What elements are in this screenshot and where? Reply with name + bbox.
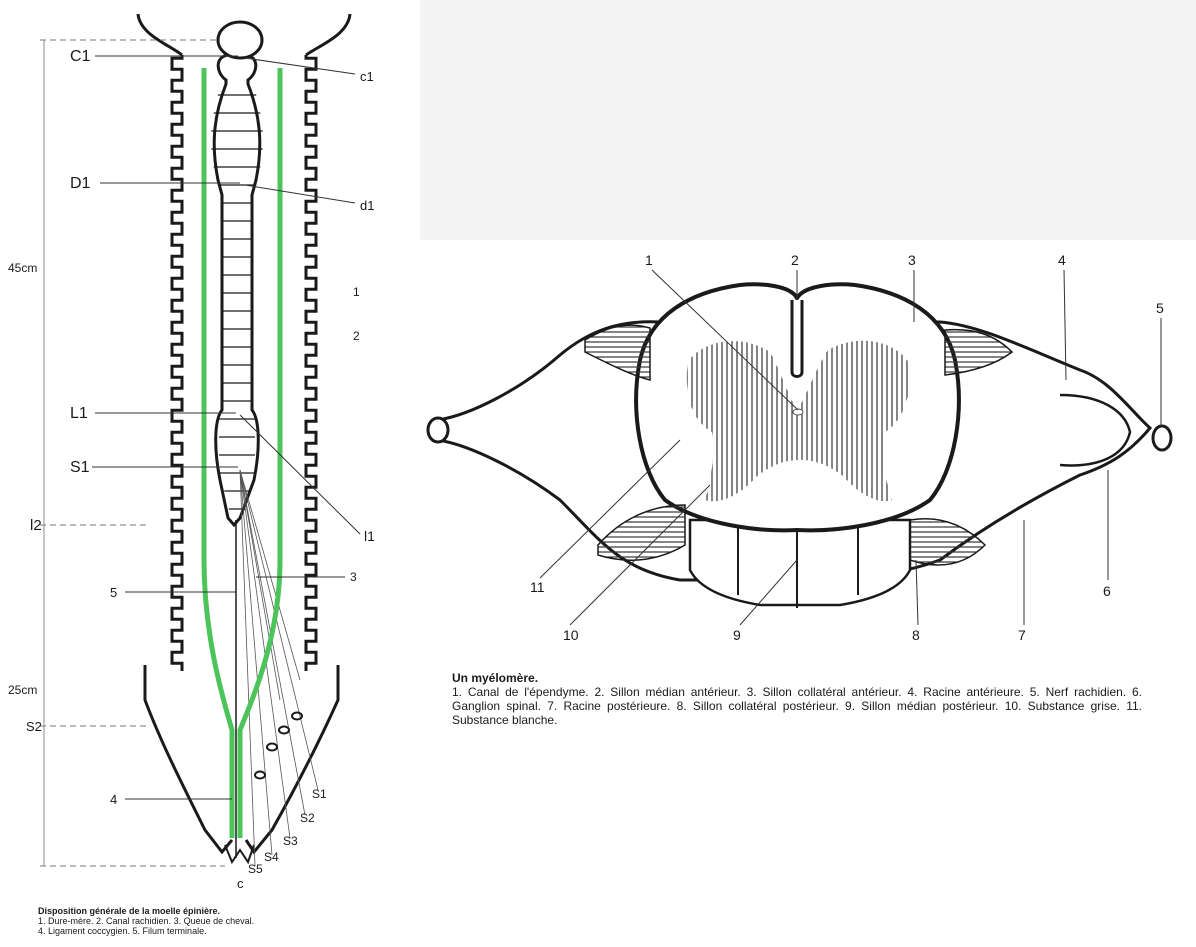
dura-right-wave (306, 55, 316, 671)
number-2: 2 (791, 252, 799, 268)
label-2: 2 (353, 329, 360, 343)
number-5: 5 (1156, 300, 1164, 316)
leader-d1 (245, 185, 355, 203)
label-sacral-S5: S5 (248, 862, 263, 876)
left-caption-line-1: 1. Dure-mère. 2. Canal rachidien. 3. Que… (38, 916, 338, 926)
right-figure-caption: Un myélomère. 1. Canal de l'épendyme. 2.… (452, 671, 1142, 727)
label-25cm: 25cm (8, 683, 37, 697)
dura-mater-right-wall (306, 55, 316, 671)
label-3: 3 (350, 570, 357, 584)
left-caption-title: Disposition générale de la moelle épiniè… (38, 906, 338, 916)
label-1: 1 (353, 285, 360, 299)
label-sacral-S1: S1 (312, 787, 327, 801)
label-L1: L1 (70, 405, 88, 422)
label-c: c (237, 876, 244, 891)
spinal-cord-diagram: C1 D1 45cm L1 S1 l2 25cm S2 5 4 c1 d1 1 … (0, 0, 420, 900)
label-S2: S2 (26, 719, 42, 734)
dura-left-wave (172, 55, 182, 671)
label-l1: l1 (364, 528, 375, 544)
label-l2: l2 (30, 517, 42, 534)
label-D1: D1 (70, 175, 91, 192)
number-10: 10 (563, 627, 579, 643)
label-sacral-S2: S2 (300, 811, 315, 825)
sacral-foramen (279, 727, 289, 734)
top-blank-band (420, 0, 1196, 240)
label-S1: S1 (70, 459, 90, 476)
right-caption-title: Un myélomère. (452, 671, 1142, 685)
number-7: 7 (1018, 627, 1026, 643)
label-C1: C1 (70, 48, 91, 65)
dura-mater-left-wall (172, 55, 182, 671)
spinal-nerve-end (1153, 426, 1171, 450)
number-11: 11 (530, 579, 545, 595)
label-c1: c1 (360, 69, 374, 84)
number-8: 8 (912, 627, 920, 643)
posterior-columns (690, 520, 910, 605)
label-4: 4 (110, 792, 117, 807)
number-3: 3 (908, 252, 916, 268)
label-5: 5 (110, 585, 117, 600)
label-d1: d1 (360, 198, 374, 213)
sacral-foramen (255, 772, 265, 779)
label-45cm: 45cm (8, 261, 37, 275)
leader-c1 (245, 58, 355, 74)
number-9: 9 (733, 627, 741, 643)
label-sacral-S3: S3 (283, 834, 298, 848)
leader-8 (916, 560, 918, 625)
anterior-median-fissure (792, 300, 802, 377)
cauda-equina-line (240, 470, 280, 700)
number-4: 4 (1058, 252, 1066, 268)
myelomere-diagram: 1 2 3 4 5 6 7 8 9 10 11 (420, 240, 1196, 660)
left-caption-line-2: 4. Ligament coccygien. 5. Filum terminal… (38, 926, 338, 936)
label-sacral-S4: S4 (264, 850, 279, 864)
sacral-foramen (267, 744, 277, 751)
medulla-bulb (218, 22, 262, 58)
nerve-end-left (428, 418, 448, 442)
left-figure-caption: Disposition générale de la moelle épiniè… (38, 906, 338, 936)
number-1: 1 (645, 252, 653, 268)
leader-l1 (240, 415, 360, 534)
right-caption-body: 1. Canal de l'épendyme. 2. Sillon médian… (452, 685, 1142, 727)
number-6: 6 (1103, 583, 1111, 599)
sacral-foramen (292, 713, 302, 720)
